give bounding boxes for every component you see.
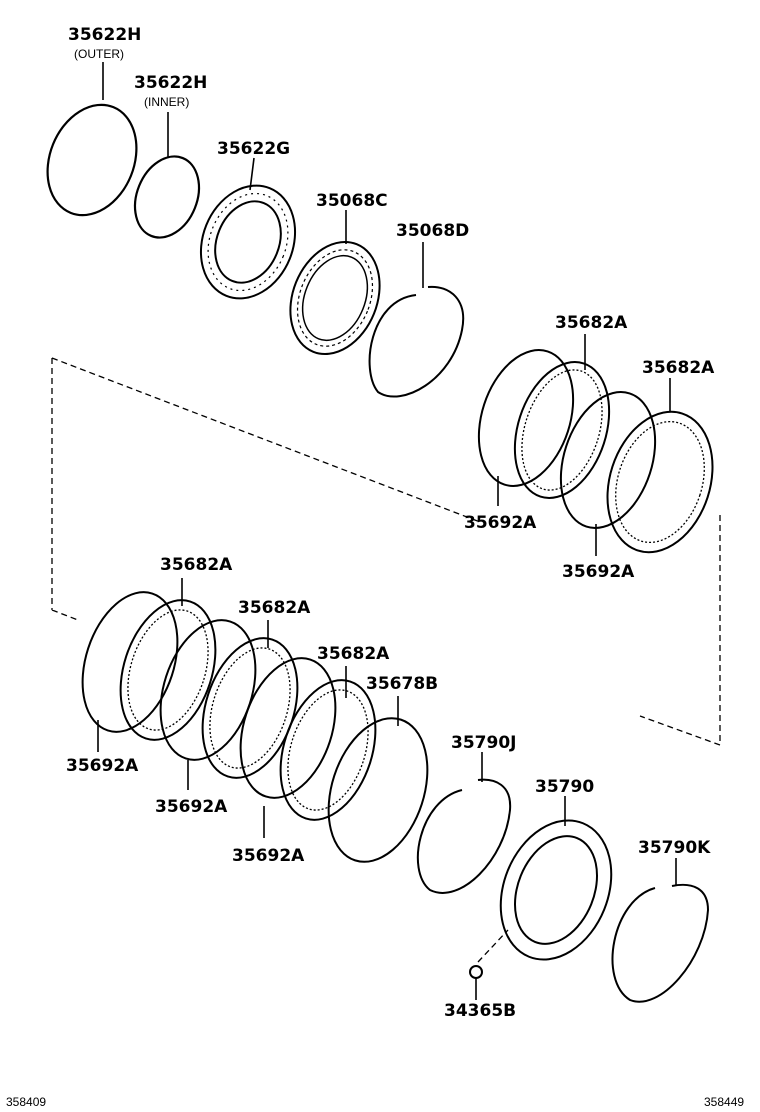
snap-ring-35790j (416, 778, 512, 894)
label-35622h-inner-sub: (INNER) (144, 95, 189, 109)
label-35692a-3: 35692A (66, 756, 139, 776)
label-35622h-inner: 35622H (134, 73, 207, 93)
label-35622h-outer-sub: (OUTER) (74, 47, 124, 61)
label-35682a-4: 35682A (238, 598, 311, 618)
label-35682a-1: 35682A (555, 313, 628, 333)
snap-ring-35790k (611, 883, 710, 1003)
label-35622h-outer: 35622H (68, 25, 141, 45)
label-35068d: 35068D (396, 221, 469, 241)
group-frame (51, 357, 721, 746)
label-34365b: 34365B (444, 1001, 516, 1021)
label-35790k: 35790K (638, 838, 711, 858)
label-35692a-4: 35692A (155, 797, 228, 817)
label-35622g: 35622G (217, 139, 290, 159)
footer-code-right: 358449 (704, 1095, 744, 1109)
label-35692a-5: 35692A (232, 846, 305, 866)
label-35790j: 35790J (451, 733, 516, 753)
clutch-piston (199, 184, 297, 300)
label-35692a-2: 35692A (562, 562, 635, 582)
lower-clutch-pack (81, 591, 429, 863)
clutch-flange (499, 819, 613, 961)
snap-ring-outer (46, 103, 138, 217)
pressure-plate (289, 240, 381, 356)
label-35692a-1: 35692A (464, 513, 537, 533)
label-35678b: 35678B (366, 674, 438, 694)
plug-34365b (469, 929, 509, 979)
footer-code-left: 358409 (6, 1095, 46, 1109)
label-35682a-3: 35682A (160, 555, 233, 575)
label-35790: 35790 (535, 777, 594, 797)
snap-ring-inner (133, 155, 201, 239)
label-35068c: 35068C (316, 191, 388, 211)
upper-clutch-pack (477, 349, 714, 554)
snap-ring-35068d (368, 285, 465, 398)
label-35682a-5: 35682A (317, 644, 390, 664)
label-35682a-2: 35682A (642, 358, 715, 378)
